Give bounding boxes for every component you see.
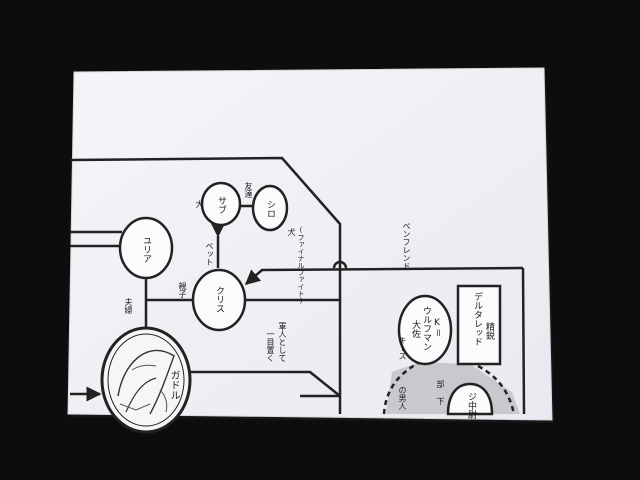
edge-label-fighter: (ファイナルファイト) — [297, 226, 305, 305]
edge-label-otoko: の男人 — [398, 386, 407, 410]
node-elite-line2: デルタレッド — [472, 292, 482, 346]
node-sabu-label: サブ — [216, 196, 226, 214]
edge-label-gunjin1: 軍人として — [278, 322, 287, 362]
edge-label-gunjin2: 一目置く — [266, 330, 275, 362]
node-wolfman-line2: ウルフマン — [421, 306, 431, 351]
edge-label-inu: 犬 — [195, 200, 204, 208]
node-kurisu-label: クリス — [214, 286, 224, 313]
node-elite — [456, 284, 502, 366]
portrait-name-label: ガドル — [168, 370, 179, 400]
node-yuria-label: ユリア — [141, 236, 151, 263]
node-kurisu — [191, 268, 247, 332]
node-shiro-label: シロ — [265, 200, 275, 218]
node-yuria — [118, 216, 174, 280]
node-elite-line1: 精鋭 — [484, 322, 494, 340]
edge-label-buka: 部 下 — [436, 380, 445, 405]
node-wolfman — [397, 294, 453, 366]
edge-label-inu-fighter: 犬 — [287, 228, 296, 236]
node-lower-label: ジ中尉 — [466, 392, 476, 419]
edge-label-pet: ペット — [205, 242, 214, 266]
portrait-medallion — [100, 326, 192, 434]
node-wolfman-line1: K＝ — [432, 318, 442, 337]
node-wolfman-line3: 大佐 — [410, 320, 420, 338]
edge-label-penfriend: ペンフレンド — [402, 222, 411, 270]
edge-label-yujo: 友達 — [244, 182, 253, 198]
node-sabu — [200, 181, 242, 227]
node-lower-partial — [446, 382, 494, 416]
edge-label-fuufu: 夫婦 — [124, 298, 133, 314]
node-shiro — [251, 184, 289, 232]
edge-label-kiss: キース — [398, 336, 407, 360]
edge-label-oyako: 親子 — [178, 282, 187, 298]
